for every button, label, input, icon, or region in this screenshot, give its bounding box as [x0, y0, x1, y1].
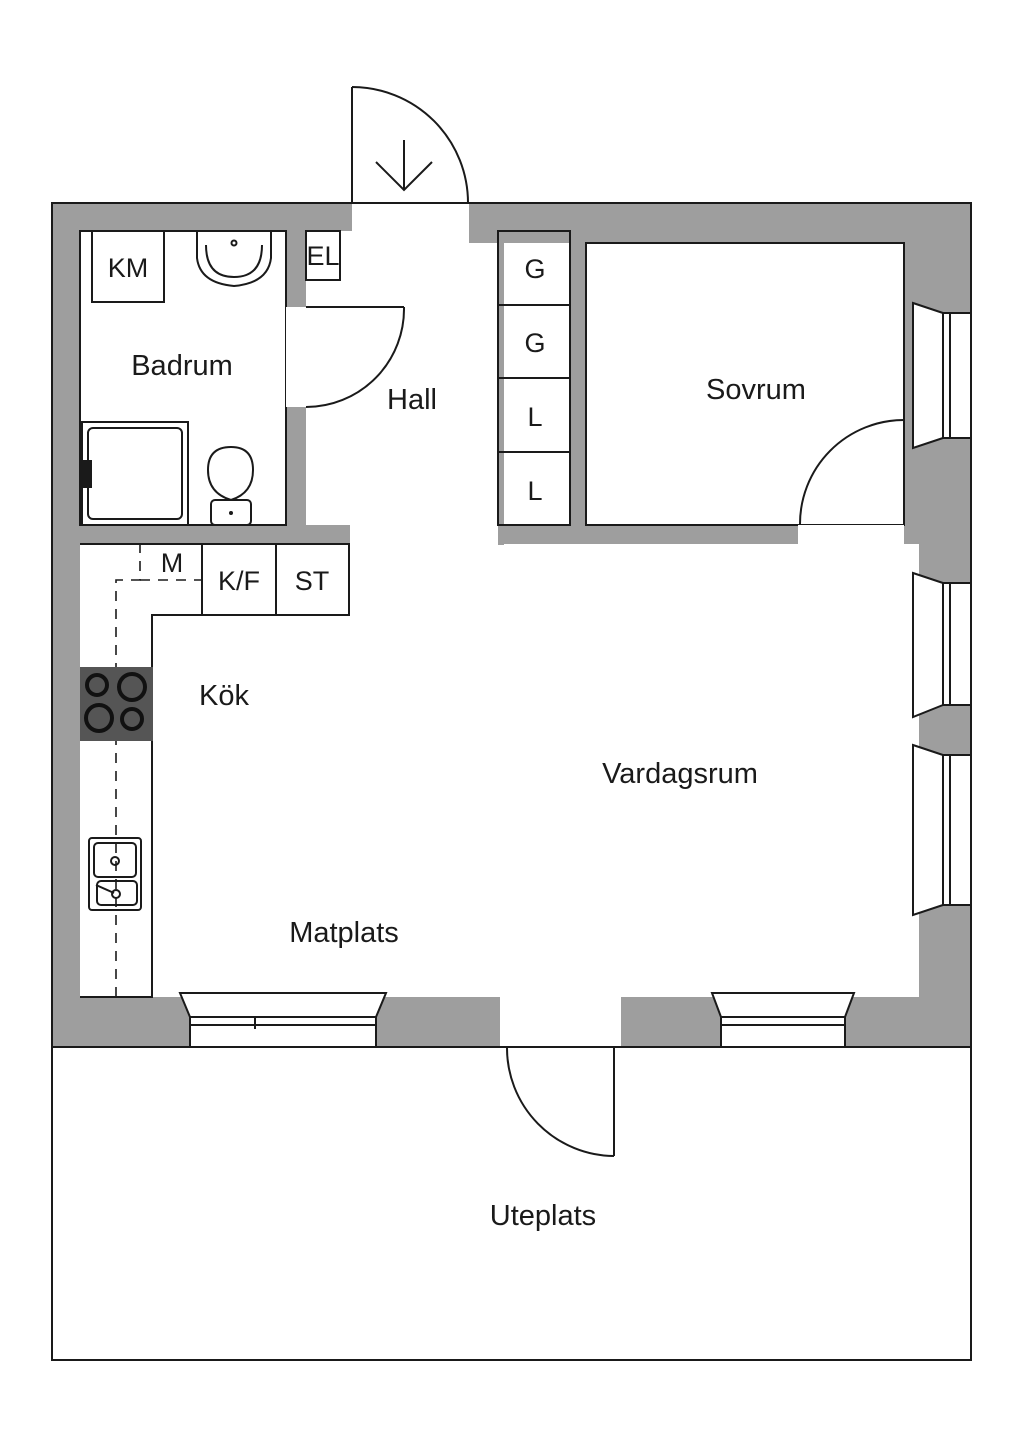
kf-label: K/F: [218, 566, 260, 596]
room-hall: Hall: [387, 384, 437, 416]
wall-outlines: [51, 202, 972, 1048]
arrow-down-icon: [375, 140, 433, 192]
room-vardagsrum: Vardagsrum: [602, 758, 758, 790]
microwave: M: [161, 548, 184, 578]
bedroom-door: [798, 419, 905, 544]
kitchen-counter: [80, 543, 203, 998]
interior-walls: [80, 231, 919, 545]
shower-icon: [80, 421, 189, 526]
washbasin-icon: [196, 230, 272, 288]
room-sovrum: Sovrum: [706, 374, 806, 406]
room-matplats: Matplats: [289, 917, 399, 949]
storage-cabinet: ST: [275, 543, 350, 616]
room-kok: Kök: [199, 680, 249, 712]
sink-icon: [88, 837, 142, 911]
st-label: ST: [295, 566, 330, 596]
bathroom-door: [286, 306, 406, 408]
windows-bottom: [178, 992, 856, 1048]
fridge-freezer: K/F: [201, 543, 277, 616]
m-label: M: [161, 548, 184, 578]
exterior-walls: [52, 203, 971, 1047]
washing-machine: KM: [91, 230, 165, 303]
entrance-door: [351, 86, 469, 232]
wardrobe-label-l1: L: [527, 402, 542, 432]
electric-cabinet: EL: [305, 230, 341, 281]
km-label: KM: [108, 253, 149, 283]
el-label: EL: [306, 241, 339, 271]
wardrobe-label-l2: L: [527, 476, 542, 506]
wardrobe-label-g2: G: [524, 328, 545, 358]
windows-right: [912, 301, 972, 917]
room-badrum: Badrum: [131, 350, 233, 382]
room-uteplats: Uteplats: [490, 1200, 596, 1232]
patio-door: [500, 997, 621, 1157]
wardrobe-label-g1: G: [524, 254, 545, 284]
stove-icon: [80, 667, 153, 741]
patio-outline: [51, 1046, 972, 1361]
wardrobes: G G L L: [497, 230, 571, 526]
toilet-icon: [206, 445, 255, 526]
